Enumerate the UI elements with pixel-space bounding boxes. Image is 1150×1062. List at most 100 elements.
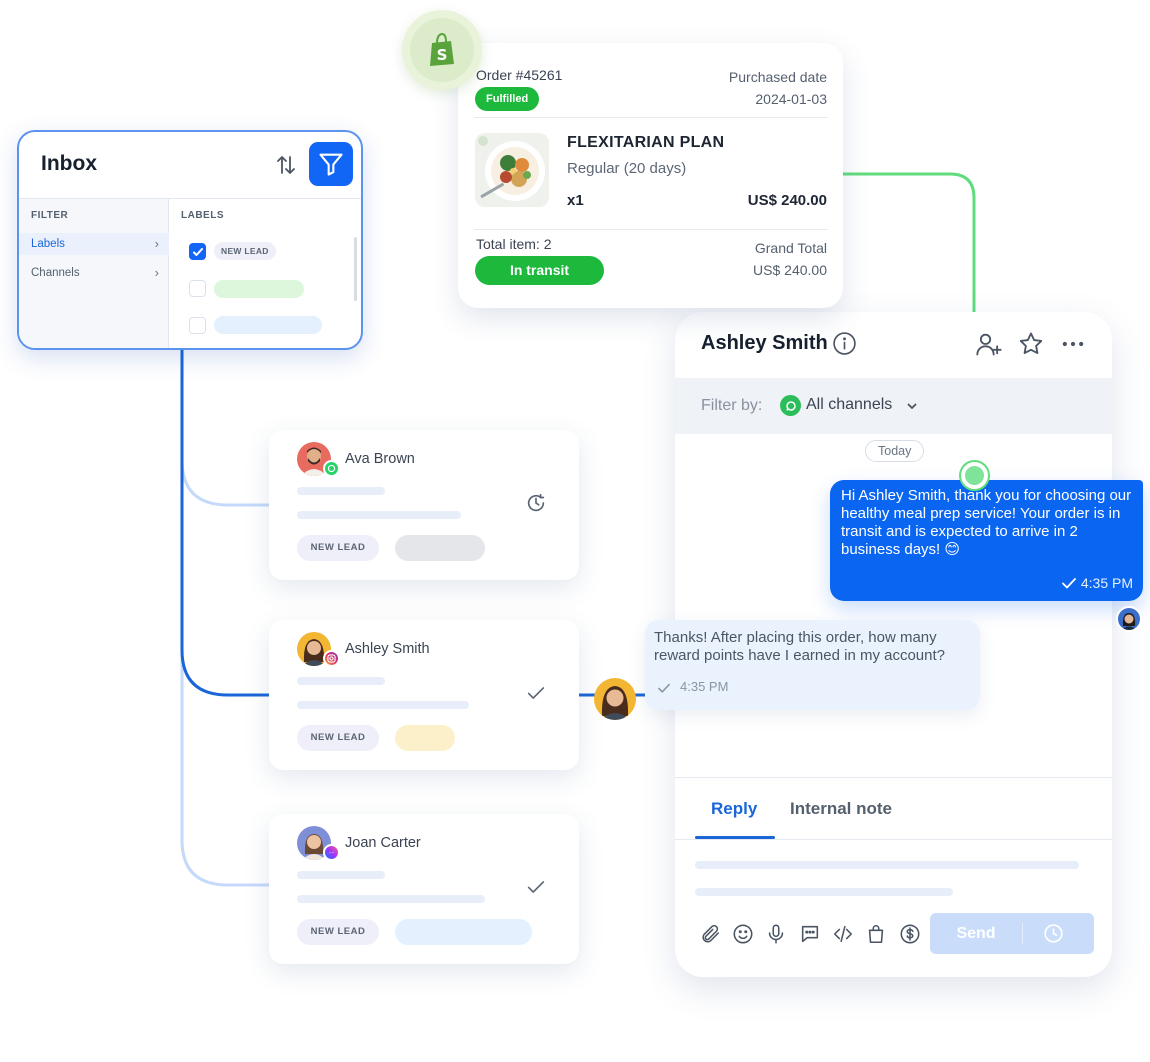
label-badge: NEW LEAD xyxy=(297,725,379,751)
channel-filter-bar: Filter by: All channels xyxy=(675,378,1112,434)
contact-name: Ava Brown xyxy=(345,451,415,467)
chevron-down-icon[interactable] xyxy=(906,400,918,412)
filter-by-label: Filter by: xyxy=(701,397,763,414)
check-icon xyxy=(658,683,670,693)
inbox-filter-panel: Inbox FILTER Labels › Channels › LABELS … xyxy=(17,130,363,350)
avatar xyxy=(297,826,331,860)
product-variant: Regular (20 days) xyxy=(567,160,687,177)
shipping-status-badge: In transit xyxy=(475,256,604,285)
connector-ashley xyxy=(180,350,272,697)
message-preview-placeholder xyxy=(297,895,485,903)
product-price: US$ 240.00 xyxy=(747,192,827,209)
send-divider xyxy=(1022,923,1023,944)
check-icon xyxy=(192,247,203,256)
labels-scrollbar[interactable] xyxy=(354,237,357,301)
info-icon[interactable] xyxy=(832,331,857,356)
label-checkbox-new-lead[interactable] xyxy=(189,243,206,260)
more-icon[interactable] xyxy=(1059,330,1087,358)
conversation-card-ava-brown[interactable]: Ava Brown NEW LEAD xyxy=(269,430,579,580)
check-icon xyxy=(1062,578,1076,589)
date-separator: Today xyxy=(865,440,925,462)
label-placeholder-blue xyxy=(214,316,322,334)
filter-heading: FILTER xyxy=(31,210,69,221)
outgoing-message-time: 4:35 PM xyxy=(1080,575,1133,591)
product-image xyxy=(475,133,549,207)
send-button[interactable]: Send xyxy=(930,913,1094,954)
dollar-icon[interactable] xyxy=(899,923,921,945)
label-checkbox-3[interactable] xyxy=(189,317,206,334)
outgoing-message-text: Hi Ashley Smith, thank you for choosing … xyxy=(841,487,1132,558)
filter-button[interactable] xyxy=(309,142,353,186)
grand-total-value: US$ 240.00 xyxy=(753,262,827,278)
message-preview-placeholder xyxy=(297,677,385,685)
label-badge: NEW LEAD xyxy=(297,535,379,561)
label-placeholder xyxy=(395,919,532,945)
instagram-icon xyxy=(323,650,340,667)
connector-ava xyxy=(180,350,272,507)
reply-input-placeholder[interactable] xyxy=(695,861,1079,869)
inbox-title: Inbox xyxy=(41,152,97,175)
customer-avatar xyxy=(594,678,636,720)
shopify-icon: S xyxy=(430,33,454,66)
connector-order xyxy=(843,172,976,476)
whatsapp-icon xyxy=(780,395,801,416)
code-icon[interactable] xyxy=(832,923,854,945)
chevron-right-icon: › xyxy=(154,265,159,280)
whatsapp-icon xyxy=(323,460,340,477)
label-checkbox-2[interactable] xyxy=(189,280,206,297)
tab-internal-note[interactable]: Internal note xyxy=(790,799,893,818)
quick-reply-icon[interactable] xyxy=(799,923,821,945)
connector-joan xyxy=(180,350,272,887)
svg-text:S: S xyxy=(437,46,448,64)
filter-item-channels[interactable]: Channels › xyxy=(19,262,169,284)
inbox-divider xyxy=(19,198,361,199)
conversation-card-joan-carter[interactable]: Joan Carter NEW LEAD xyxy=(269,814,579,964)
conversation-card-ashley-smith[interactable]: Ashley Smith NEW LEAD xyxy=(269,620,579,770)
label-badge: NEW LEAD xyxy=(297,919,379,945)
product-name: FLEXITARIAN PLAN xyxy=(567,134,725,151)
product-quantity: x1 xyxy=(567,192,584,209)
sort-icon[interactable] xyxy=(274,153,298,177)
schedule-clock-icon[interactable] xyxy=(1043,923,1064,944)
check-icon xyxy=(525,682,547,704)
filter-item-label: Channels xyxy=(31,267,80,279)
add-user-icon[interactable] xyxy=(975,330,1003,358)
outgoing-message-bubble: Hi Ashley Smith, thank you for choosing … xyxy=(830,480,1143,601)
chevron-right-icon: › xyxy=(154,236,159,251)
grand-total-label: Grand Total xyxy=(754,240,827,256)
tab-divider xyxy=(675,839,1112,840)
microphone-icon[interactable] xyxy=(765,923,787,945)
tab-reply[interactable]: Reply xyxy=(711,799,758,818)
channel-filter-select[interactable]: All channels xyxy=(806,396,893,413)
contact-name: Joan Carter xyxy=(345,835,421,851)
emoji-icon[interactable] xyxy=(732,923,754,945)
filter-item-labels[interactable]: Labels › xyxy=(19,233,169,255)
reply-input-placeholder[interactable] xyxy=(695,888,953,896)
check-icon xyxy=(525,876,547,898)
label-placeholder-green xyxy=(214,280,304,298)
contact-name: Ashley Smith xyxy=(345,641,430,657)
chat-contact-name: Ashley Smith xyxy=(701,332,828,354)
messenger-icon xyxy=(323,844,340,861)
incoming-message-time: 4:35 PM xyxy=(680,679,729,694)
agent-avatar xyxy=(1116,606,1142,632)
label-placeholder xyxy=(395,725,455,751)
attachment-icon[interactable] xyxy=(699,923,721,945)
filter-icon xyxy=(319,153,343,176)
composer-divider xyxy=(675,777,1112,778)
label-placeholder xyxy=(395,535,485,561)
total-items: Total item: 2 xyxy=(476,236,552,252)
label-new-lead: NEW LEAD xyxy=(214,242,276,260)
star-icon[interactable] xyxy=(1017,330,1045,358)
incoming-message-text: Thanks! After placing this order, how ma… xyxy=(654,629,945,664)
shopify-badge: S xyxy=(402,10,482,90)
filter-item-label: Labels xyxy=(31,238,65,250)
filter-column: FILTER Labels › Channels › xyxy=(19,199,169,348)
message-preview-placeholder xyxy=(297,487,385,495)
message-preview-placeholder xyxy=(297,701,469,709)
shopping-bag-icon[interactable] xyxy=(865,923,887,945)
order-link-node xyxy=(961,462,988,489)
fulfillment-badge: Fulfilled xyxy=(475,87,540,111)
order-divider xyxy=(474,117,828,118)
